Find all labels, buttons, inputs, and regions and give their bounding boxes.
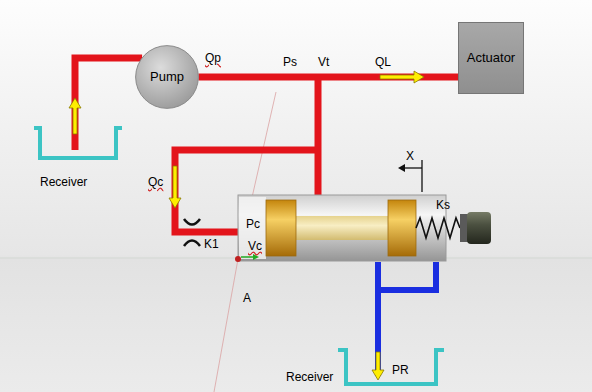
tank-outline: [34, 128, 122, 158]
spool-land: [266, 200, 296, 256]
text-holder: Receiver: [40, 176, 87, 189]
receiver-tank: Receiver: [32, 122, 124, 198]
node-label: Receiver: [40, 176, 87, 189]
symbol-label: Pc: [246, 218, 260, 232]
text-holder: Receiver: [286, 371, 333, 384]
symbol-label: Ks: [436, 199, 450, 213]
tank-outline: [338, 350, 444, 384]
flow-arrow: [380, 71, 424, 83]
spool-land: [388, 200, 416, 256]
displacement-marker: [421, 160, 422, 192]
orifice-symbol: [184, 241, 200, 247]
symbol-label: Ps: [283, 56, 297, 70]
text-holder: Actuator: [459, 23, 523, 93]
pressure-pipe: [75, 58, 142, 122]
flow-arrow: [69, 98, 81, 134]
node-label: Pump: [150, 70, 184, 84]
pump-circle: [136, 46, 199, 109]
spool-rod: [296, 216, 388, 240]
actuator-box: Actuator: [458, 22, 524, 94]
flow-arrow: [169, 166, 181, 208]
valve-body: [238, 195, 446, 261]
receiver-tank: Receiver: [286, 346, 444, 388]
area-arrow: [253, 254, 259, 260]
symbol-label: Qc: [148, 176, 163, 190]
symbol-label: Vt: [318, 56, 329, 70]
symbol-label: Vc: [248, 240, 262, 254]
area-arrow: [241, 256, 254, 258]
symbol-label: X: [406, 150, 414, 164]
control-chamber: [239, 197, 266, 259]
flow-arrows: [69, 71, 424, 380]
spring-symbol: [416, 218, 460, 238]
node-label: Receiver: [286, 371, 333, 384]
pump-circle: Pump: [135, 45, 199, 109]
displacement-arrow: [404, 167, 422, 168]
symbol-label: Qp: [205, 52, 221, 66]
node-label: Actuator: [467, 51, 515, 65]
symbol-label: A: [243, 292, 251, 306]
adjust-knob: [467, 212, 491, 244]
symbol-label: QL: [375, 56, 391, 70]
symbol-label: PR: [392, 364, 409, 378]
spring-collar: [460, 214, 468, 242]
displacement-arrow: [398, 164, 405, 172]
symbol-label: K1: [204, 238, 219, 252]
flow-arrow: [372, 352, 384, 380]
reference-point: [235, 256, 241, 262]
return-pipe: [378, 262, 436, 376]
axis-line: [214, 259, 238, 392]
orifice-symbol: [184, 219, 200, 225]
text-holder: Pump: [135, 45, 199, 109]
